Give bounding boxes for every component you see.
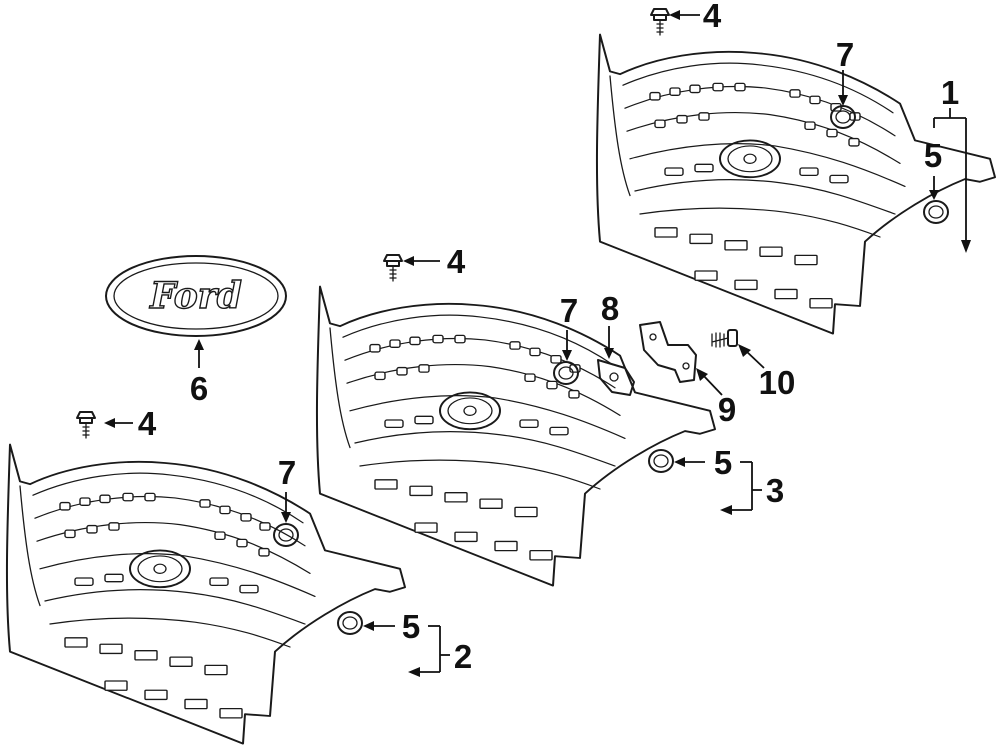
- callout-7-top: 7: [836, 36, 854, 73]
- callout-8: 8: [601, 290, 619, 327]
- ring-part-5-left: [337, 611, 363, 635]
- callout-9: 9: [718, 391, 736, 428]
- clip-part-4-top: [650, 8, 670, 36]
- callout-3: 3: [766, 472, 784, 509]
- grille-assembly-3: [315, 285, 716, 587]
- callout-10: 10: [759, 364, 796, 401]
- leader-lines: [104, 10, 971, 677]
- ring-part-7-middle: [553, 361, 579, 385]
- emblem-text: Ford: [149, 275, 242, 317]
- callout-7-middle: 7: [560, 292, 578, 329]
- callout-4-left: 4: [138, 405, 157, 442]
- callout-1: 1: [941, 74, 959, 111]
- grille-assembly-2: [5, 443, 406, 745]
- callout-6: 6: [190, 370, 208, 407]
- screw-part-10: [711, 329, 738, 348]
- ford-emblem: Ford: [105, 255, 287, 337]
- ring-part-5-middle: [648, 449, 674, 473]
- grille-assembly-1: [595, 33, 996, 335]
- callout-5-left: 5: [402, 608, 420, 645]
- callout-7-left: 7: [278, 454, 296, 491]
- clip-part-4-left: [76, 411, 96, 439]
- callout-5-top: 5: [924, 137, 942, 174]
- callout-labels: 1 2 3 4 4 4 5 5 5 6 7 7 7 8 9 10: [138, 0, 959, 675]
- clip-part-4-middle: [383, 254, 403, 282]
- bracket-part-9: [639, 321, 697, 383]
- ring-part-5-top: [923, 200, 949, 224]
- bracket-part-8: [597, 359, 635, 396]
- callout-4-top: 4: [703, 0, 722, 34]
- callout-4-middle: 4: [447, 243, 466, 280]
- callout-2: 2: [454, 638, 472, 675]
- callout-5-middle: 5: [714, 444, 732, 481]
